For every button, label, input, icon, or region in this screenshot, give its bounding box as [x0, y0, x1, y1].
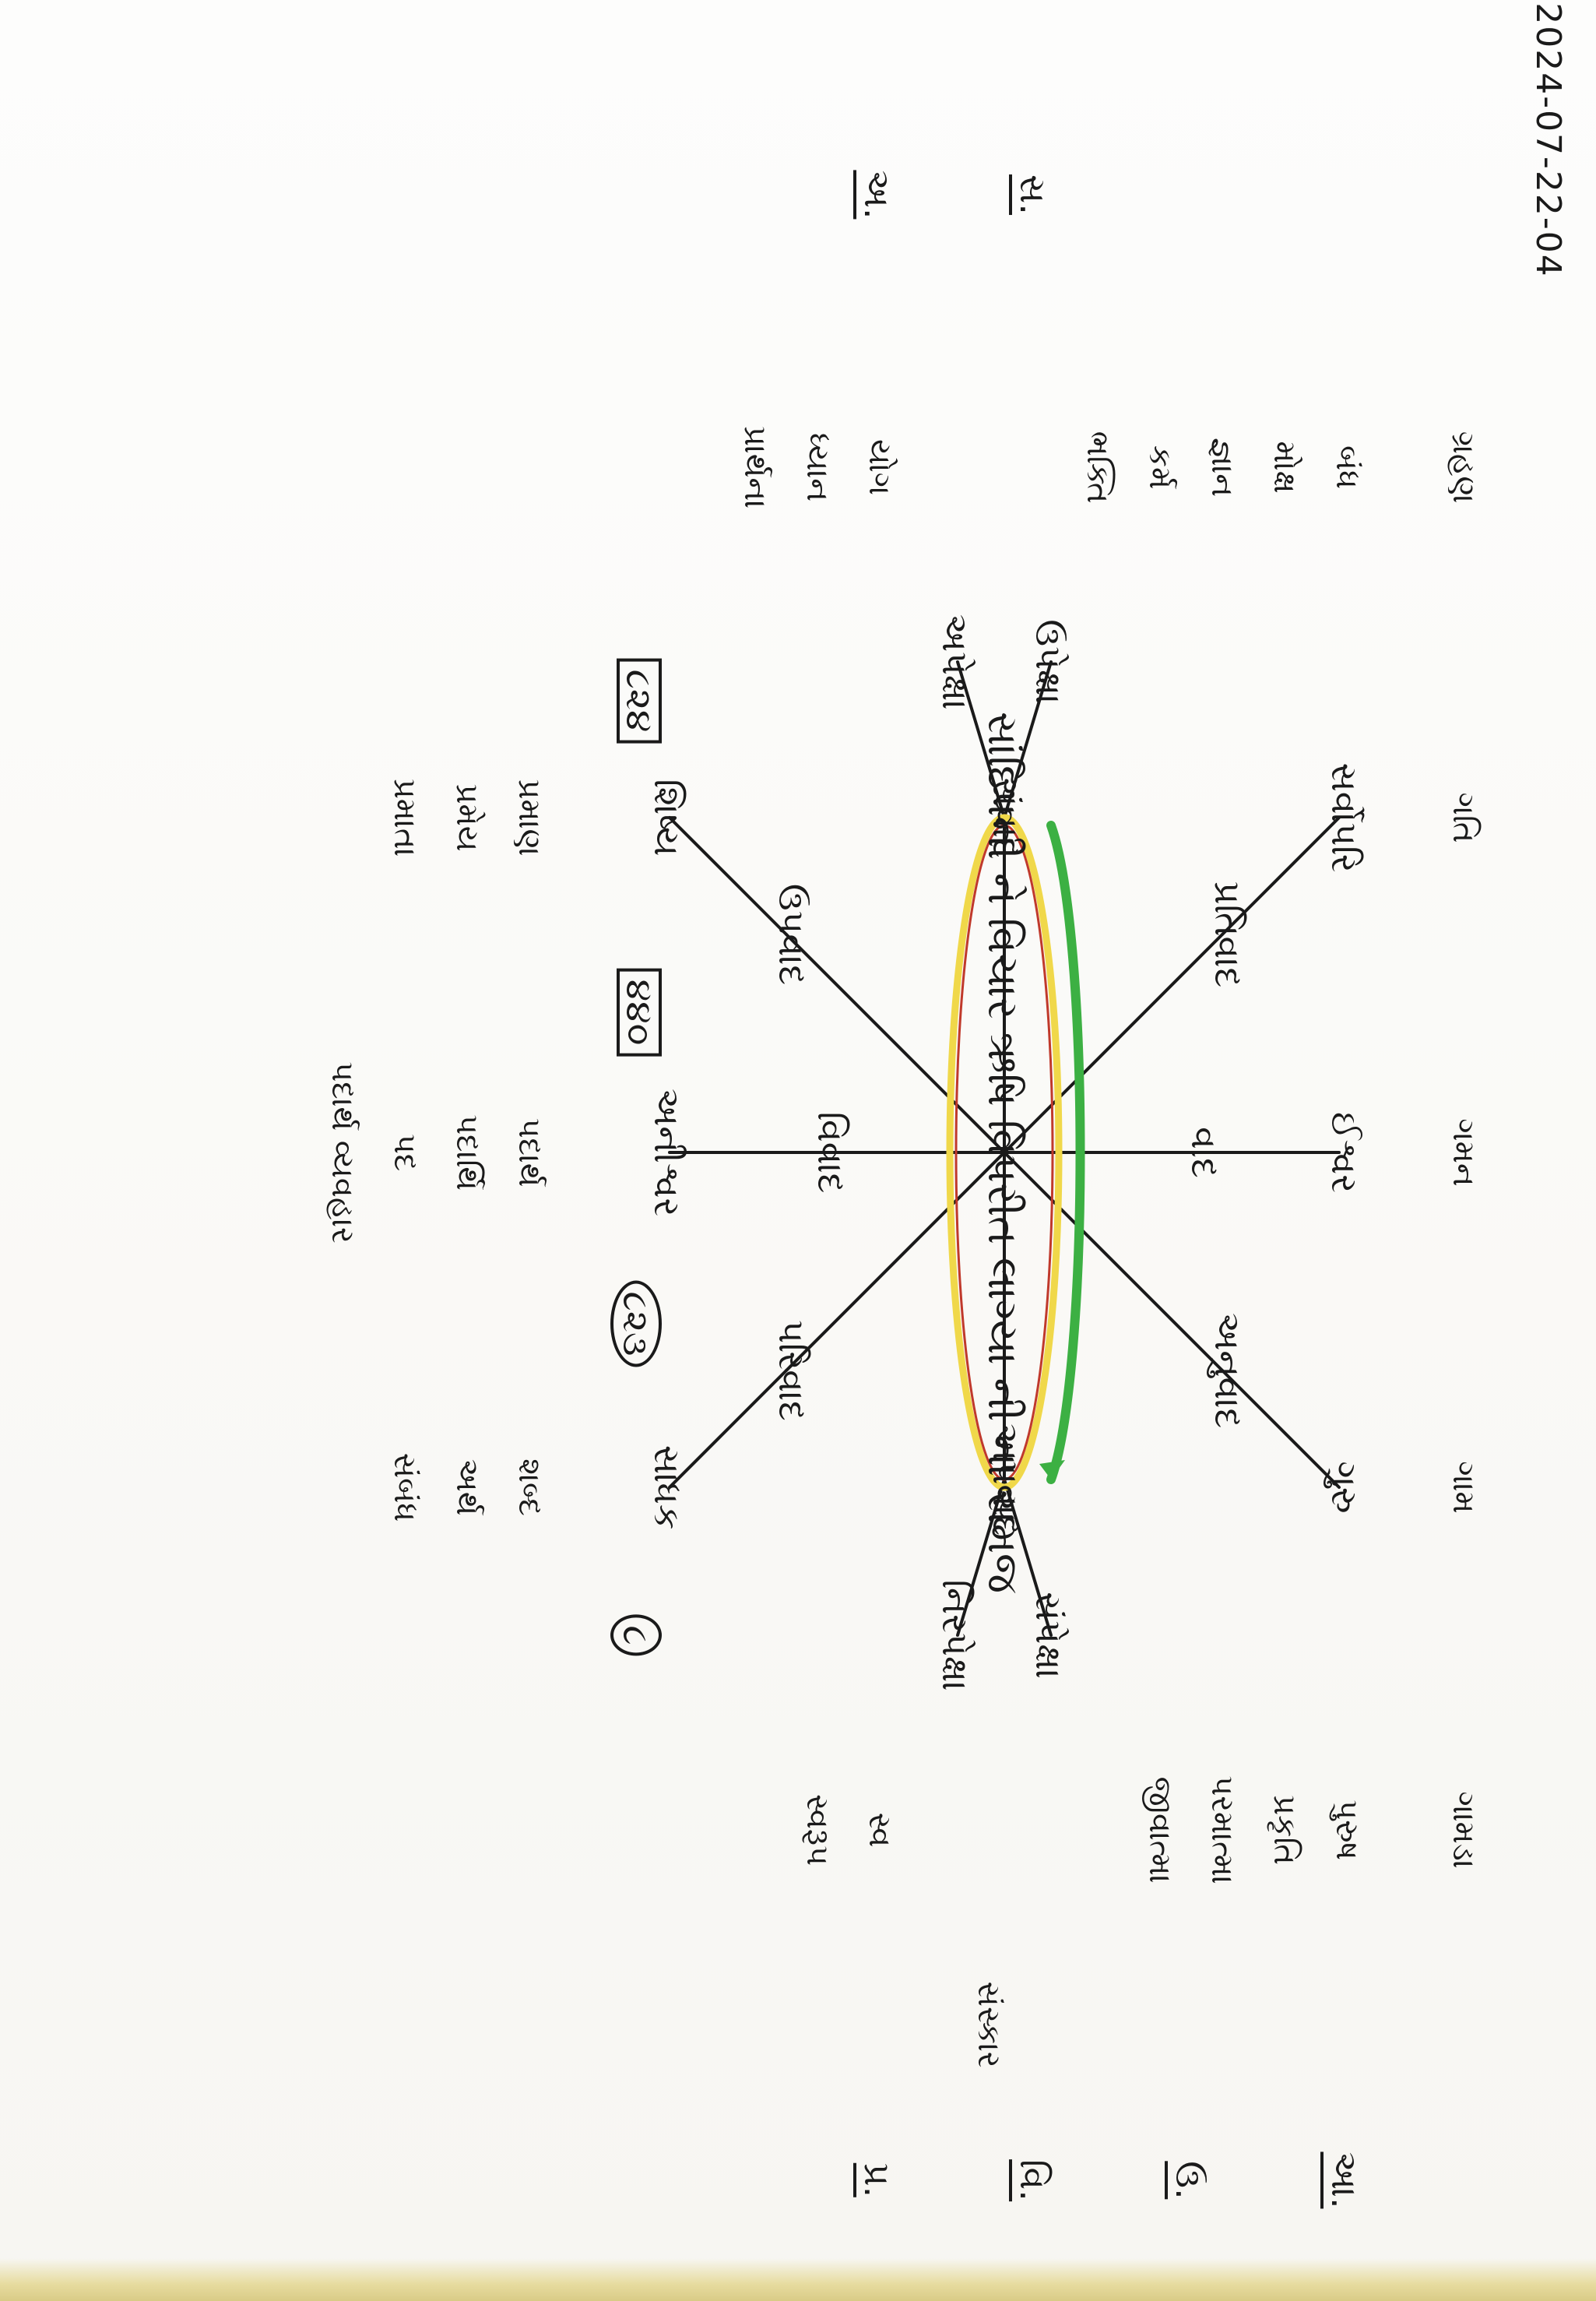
node-label: પ્રકૃતિ	[1267, 1795, 1302, 1865]
node-label: ગુરુ	[1324, 1461, 1366, 1514]
node-label: પદાર્થિ	[449, 1114, 485, 1191]
connector-line	[1221, 816, 1341, 936]
connector-line	[668, 816, 788, 936]
node-label: પ્રતિવાદ	[1207, 881, 1249, 988]
mindmap-canvas: 2024-07-22-04 સાંદિપની ને વિચાર ઋષિ વિપર…	[325, 2, 1568, 2209]
node-label: ગમન	[1446, 1118, 1482, 1187]
node-label: વિવાદ	[810, 1111, 852, 1194]
node-label: ગતિ	[1446, 792, 1482, 843]
highlight-oval-inner	[954, 824, 1054, 1481]
node-marker: અ.	[853, 170, 898, 220]
node-label: ગામડા	[1446, 1791, 1482, 1869]
node-label: સ્વ	[862, 1812, 898, 1848]
node-label: પદાર્થ વ્યવહાર	[325, 1061, 360, 1244]
connector-lines	[668, 660, 1341, 1637]
node-label: જીવાત્મા	[1142, 1776, 1178, 1884]
boxed-number: ૪૪૦	[617, 968, 662, 1057]
node-label: નિરપેક્ષા	[934, 1579, 976, 1691]
node-label: વાદ	[1183, 1127, 1225, 1178]
connector-line	[1003, 933, 1224, 1154]
page-bottom-edge	[0, 2258, 1596, 2301]
node-label: ભક્તિ	[1080, 431, 1116, 504]
node-label: સંબંધ	[387, 1452, 423, 1522]
node-label: પ્રમેય	[449, 783, 485, 852]
green-arrow	[1046, 821, 1085, 1484]
node-label: અનીશ્વર	[646, 1088, 688, 1217]
node-label: સાધક	[646, 1444, 688, 1530]
node-label: પરમાત્મા	[1204, 1775, 1240, 1884]
node-marker: પ્ર.	[853, 2162, 898, 2198]
connector-line	[1221, 1369, 1341, 1489]
node-label: પ્રમાણ	[511, 779, 547, 857]
node-label: ગ્રહણ	[1446, 431, 1482, 504]
node-label: અનુવાદ	[1207, 1312, 1249, 1429]
node-marker: સ.	[1009, 174, 1054, 215]
connector-line	[785, 1151, 1006, 1372]
node-label: અર્થ	[449, 1458, 485, 1516]
connector-line	[1003, 1151, 1224, 1372]
green-arrow-head	[1039, 1460, 1065, 1479]
node-label: સંપેક્ષા	[1028, 1592, 1070, 1679]
node-label: પરિવાદ	[771, 1320, 813, 1421]
connector-line	[1003, 660, 1053, 819]
connector-line	[1003, 1478, 1053, 1637]
highlight-oval	[946, 814, 1063, 1491]
node-label: પ્રમાતા	[387, 778, 423, 857]
node-label: કર્મ	[1142, 445, 1178, 490]
date-label: 2024-07-22-04	[1528, 2, 1568, 278]
connector-line	[956, 1478, 1006, 1637]
node-label: ઉપેક્ષા	[1028, 619, 1070, 705]
connector-line	[956, 660, 1006, 819]
node-label: ઉપવાદ	[771, 883, 813, 986]
node-marker: ઉ.	[1165, 2161, 1210, 2200]
node-label: યોગ	[862, 439, 898, 495]
node-label: શબ્દ	[511, 1458, 547, 1516]
node-label: સંસ્કાર	[971, 1981, 1007, 2068]
node-label: પુરુષ	[1329, 1800, 1365, 1860]
node-label: ગામ	[1446, 1461, 1482, 1514]
node-label: મોક્ષ	[1267, 441, 1302, 494]
node-label: જ્ઞાન	[1204, 437, 1240, 498]
circled-number: ૮	[610, 1614, 662, 1656]
node-label: ઈશ્વર	[1324, 1111, 1366, 1194]
node-label: સર્વોપરિ	[1324, 762, 1366, 873]
node-label: પદ	[387, 1133, 423, 1172]
connector-line	[668, 1369, 788, 1489]
node-label: બંધ	[1329, 445, 1365, 490]
connector-line	[785, 933, 1006, 1154]
circled-number: ૮૨૩	[610, 1280, 662, 1367]
node-label: પ્રાર્થના	[737, 425, 773, 509]
node-label: પદાર્થ	[511, 1117, 547, 1187]
node-label: સ્વરૂપ	[800, 1794, 835, 1866]
boxed-number: ૮૨૪	[617, 658, 662, 744]
node-label: સંવાદ	[985, 777, 1027, 858]
node-label: ધ્યાન	[800, 432, 835, 502]
node-marker: વિ.	[1009, 2159, 1054, 2201]
node-marker: આ.	[1320, 2151, 1366, 2209]
node-label: અપેક્ષા	[934, 614, 976, 710]
node-label: અપવાદ	[985, 1423, 1027, 1536]
node-label: શિષ્ય	[646, 779, 688, 857]
